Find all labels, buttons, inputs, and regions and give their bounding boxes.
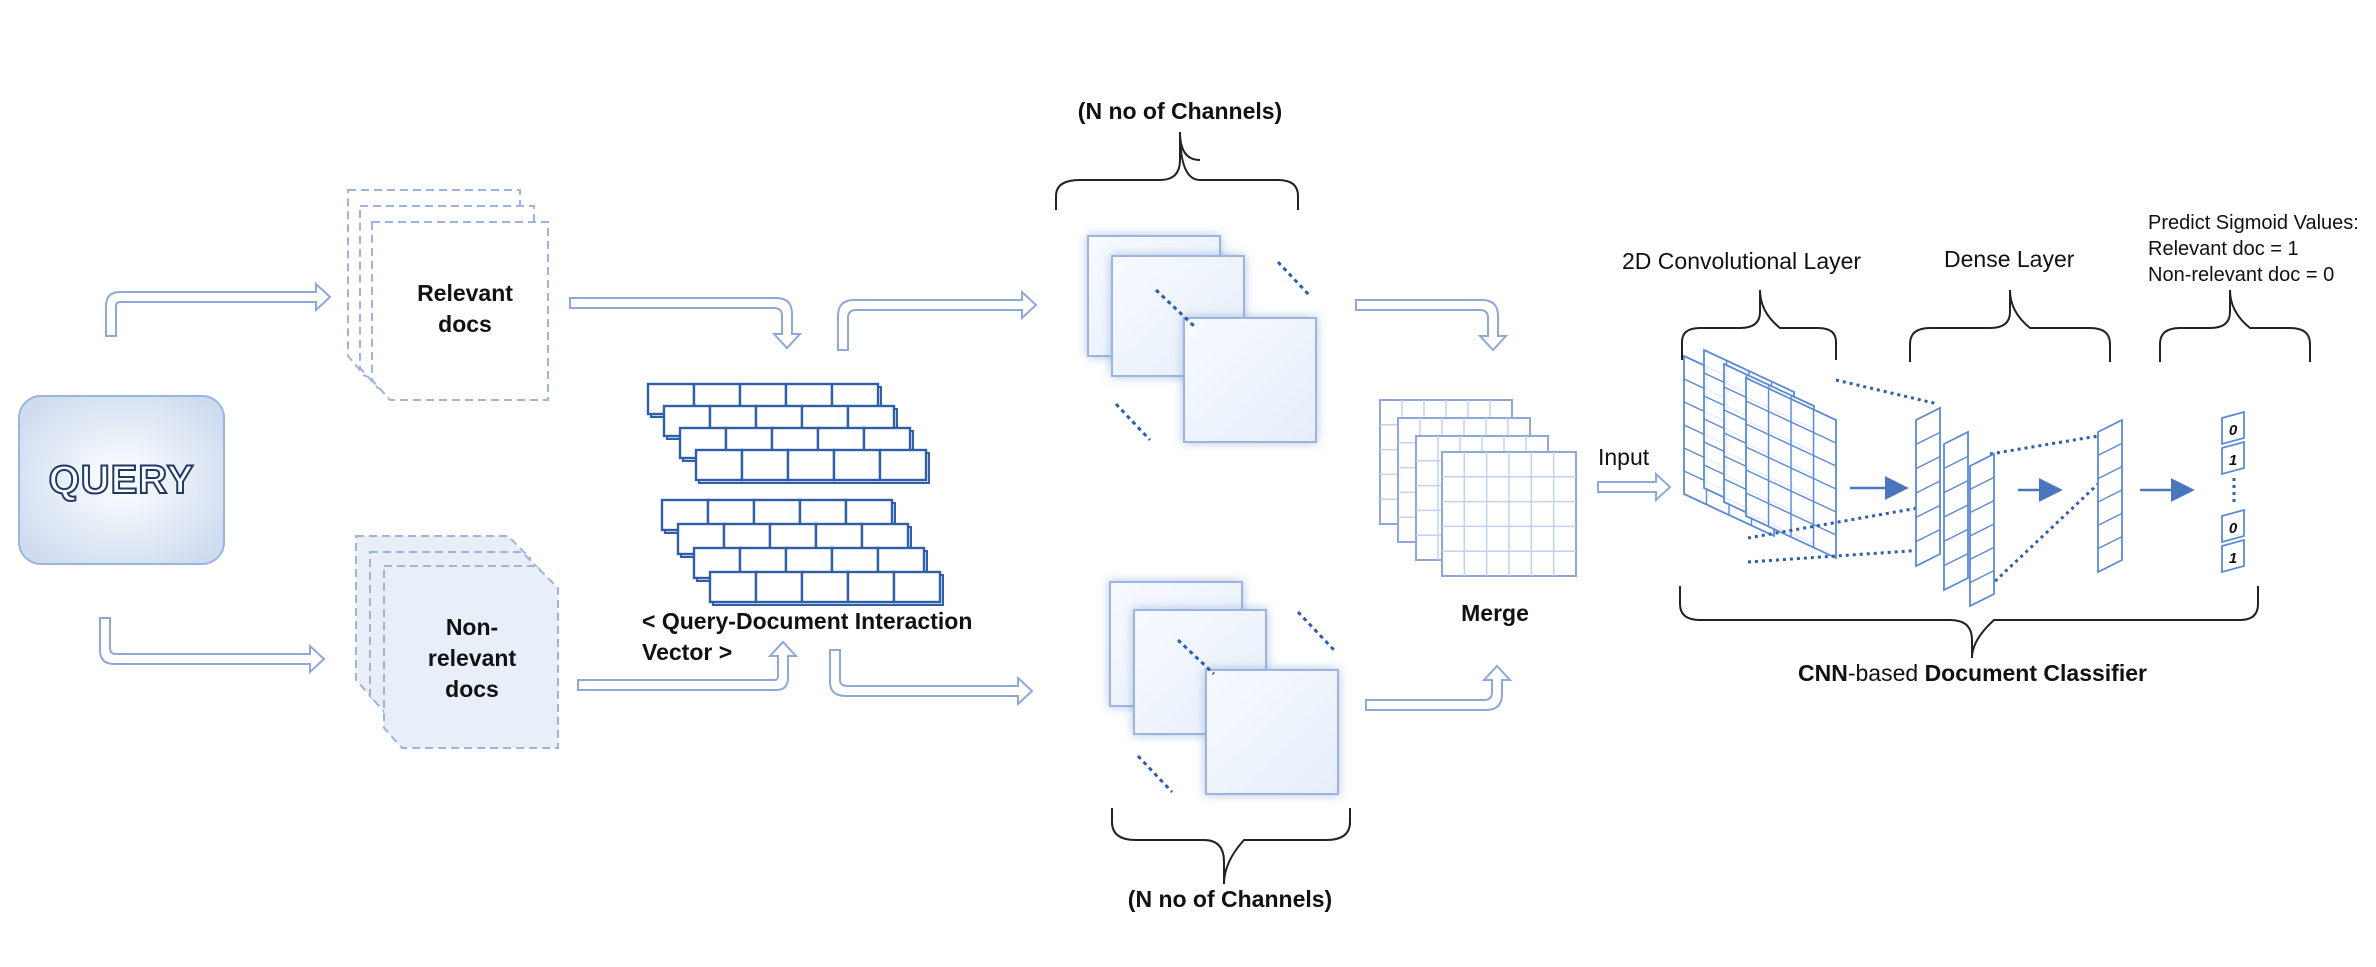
sigmoid-line3: Non-relevant doc = 0 [2148, 264, 2335, 286]
hollow-arrow-bottom-channels-to-merge [1365, 664, 1513, 711]
hollow-arrow-query-to-nonrelevant [99, 617, 326, 675]
bottom-channel-stack [1109, 581, 1339, 795]
output-cell-1: 1 [2221, 440, 2245, 476]
input-label: Input [1598, 444, 1650, 470]
output-cell-0: 0 [2221, 410, 2245, 446]
brace-sigmoid [2159, 289, 2311, 362]
conv-layer-label: 2D Convolutional Layer [1622, 248, 1862, 274]
interaction-vector-label: < Query-Document Interaction Vector > [642, 606, 972, 668]
brace-bottom-channels [1111, 808, 1351, 885]
brace-dense-layer [1909, 289, 2111, 362]
hollow-arrow-vector-to-bottom-channels [829, 649, 1034, 707]
relevant-docs-stack [347, 189, 549, 401]
interaction-vector-line1: < Query-Document Interaction [642, 608, 973, 634]
brace-conv-layer [1681, 289, 1837, 360]
classifier-mid: -based [1847, 660, 1925, 686]
relevant-docs-line2: docs [438, 311, 492, 337]
merge-label: Merge [1461, 600, 1529, 626]
top-channel-stack [1087, 235, 1317, 443]
dense-column-0 [1915, 406, 1941, 568]
interaction-vector-grid [646, 382, 944, 606]
classifier-suffix: Document Classifier [1924, 660, 2147, 686]
nonrelevant-docs-line1: Non- [445, 614, 499, 640]
hollow-arrow-query-to-relevant [105, 281, 332, 337]
connector-conv-dense-bottom [1747, 548, 1925, 564]
conv-sheet-3 [1745, 376, 1837, 560]
hollow-arrow-vector-to-top-channels [837, 289, 1038, 351]
relevant-docs-label: Relevant docs [400, 278, 530, 340]
nonrelevant-docs-line2: relevant [427, 645, 517, 671]
channels-top-label: (N no of Channels) [1077, 98, 1283, 124]
nonrelevant-docs-line3: docs [445, 676, 499, 702]
classifier-prefix: CNN [1798, 660, 1848, 686]
dense-layer-label: Dense Layer [1944, 246, 2075, 272]
hollow-arrow-relevant-to-vector [569, 297, 803, 350]
channels-bottom-label: (N no of Channels) [1127, 886, 1333, 912]
connector-conv-dense-mid [1747, 506, 1919, 540]
merge-grid-stack [1379, 399, 1577, 577]
hollow-arrow-top-channels-to-merge [1355, 299, 1509, 352]
hollow-arrow-input [1597, 471, 1672, 503]
output-cell-1-text: 1 [2229, 452, 2237, 469]
output-cell-2: 0 [2221, 508, 2245, 544]
output-cell-0-text: 0 [2229, 422, 2238, 439]
connector-conv-dense-top [1835, 378, 1939, 406]
query-label: QUERY [48, 457, 195, 503]
nonrelevant-docs-label: Non- relevant docs [412, 612, 532, 705]
output-cell-3-text: 1 [2229, 550, 2237, 567]
merge-grid-3 [1441, 451, 1577, 577]
sigmoid-line2: Relevant doc = 1 [2148, 238, 2299, 260]
dense-column-2 [1969, 452, 1995, 608]
connector-dense-dense-bottom [1988, 482, 2100, 588]
connector-dense-dense-top [1989, 434, 2099, 456]
dense-column-3 [2097, 418, 2123, 574]
cnn-graphics: 0 1 0 1 [1683, 348, 2245, 608]
query-box [18, 395, 225, 565]
relevant-docs-line1: Relevant [417, 280, 513, 306]
output-cell-2-text: 0 [2229, 520, 2238, 537]
output-cell-3: 1 [2221, 538, 2245, 574]
brace-top-channels [1055, 131, 1299, 210]
dense-column-1 [1943, 430, 1969, 592]
sigmoid-label: Predict Sigmoid Values: Relevant doc = 1… [2148, 210, 2359, 288]
nonrelevant-docs-stack [355, 535, 559, 749]
brace-classifier [1679, 586, 2259, 659]
sigmoid-line1: Predict Sigmoid Values: [2148, 212, 2359, 234]
vector-row-bottom-3 [708, 570, 944, 606]
hollow-arrow-nonrelevant-to-vector [577, 640, 799, 691]
vector-row-top-3 [694, 448, 930, 484]
interaction-vector-line2: Vector > [642, 639, 733, 665]
classifier-label: CNN-based Document Classifier [1798, 658, 2147, 689]
